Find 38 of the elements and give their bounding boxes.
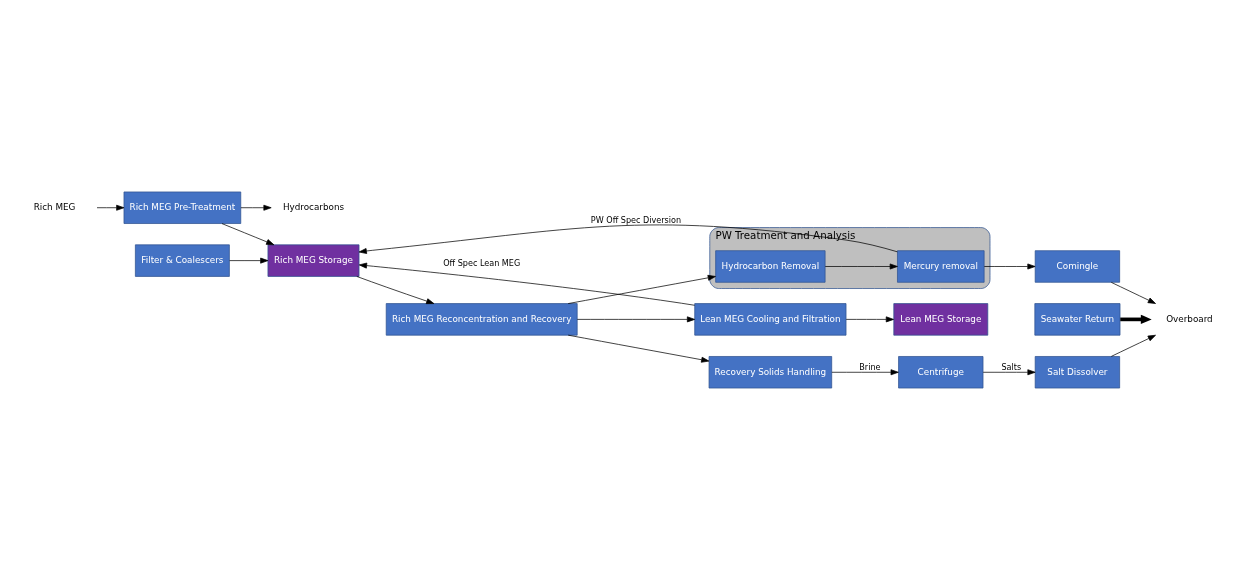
arrow <box>229 257 269 264</box>
arrow <box>240 204 272 211</box>
node-text: Overboard <box>1166 313 1213 324</box>
node-box: Salt Dissolver <box>1034 356 1120 389</box>
node-box: Recovery Solids Handling <box>708 356 833 389</box>
arrow <box>982 369 1036 376</box>
arrow <box>1110 282 1156 304</box>
node-text: Hydrocarbons <box>282 202 345 213</box>
edge-label: Brine <box>859 361 881 372</box>
node-box: Seawater Return <box>1034 303 1121 336</box>
edge-label: PW Off Spec Diversion <box>590 215 682 226</box>
arrow <box>96 204 125 211</box>
node-box: Lean MEG Cooling and Filtration <box>694 303 847 336</box>
node-text: Rich MEG <box>33 202 76 213</box>
arrow <box>845 316 894 323</box>
arrow <box>567 334 710 363</box>
node-box: Hydrocarbon Removal <box>715 250 826 283</box>
arrow <box>576 316 696 323</box>
node-box: Comingle <box>1034 250 1120 283</box>
arrow <box>1120 314 1152 325</box>
arrow <box>358 224 898 254</box>
node-box: Mercury removal <box>897 250 985 283</box>
arrow <box>824 263 898 270</box>
arrow <box>1110 334 1156 357</box>
node-box: Centrifuge <box>898 356 984 389</box>
arrow <box>567 274 716 304</box>
edge-label: Off Spec Lean MEG <box>443 257 521 268</box>
arrow <box>831 369 899 376</box>
arrow <box>983 263 1036 270</box>
node-box: Rich MEG Reconcentration and Recovery <box>385 303 578 336</box>
arrow <box>356 276 435 304</box>
arrow <box>358 262 696 306</box>
node-box: Lean MEG Storage <box>893 303 989 336</box>
arrow <box>221 223 275 246</box>
node-box: Filter & Coalescers <box>135 244 230 277</box>
node-box: Rich MEG Pre-Treatment <box>123 191 242 224</box>
edge-label: Salts <box>1001 361 1022 372</box>
node-box: Rich MEG Storage <box>267 244 360 277</box>
